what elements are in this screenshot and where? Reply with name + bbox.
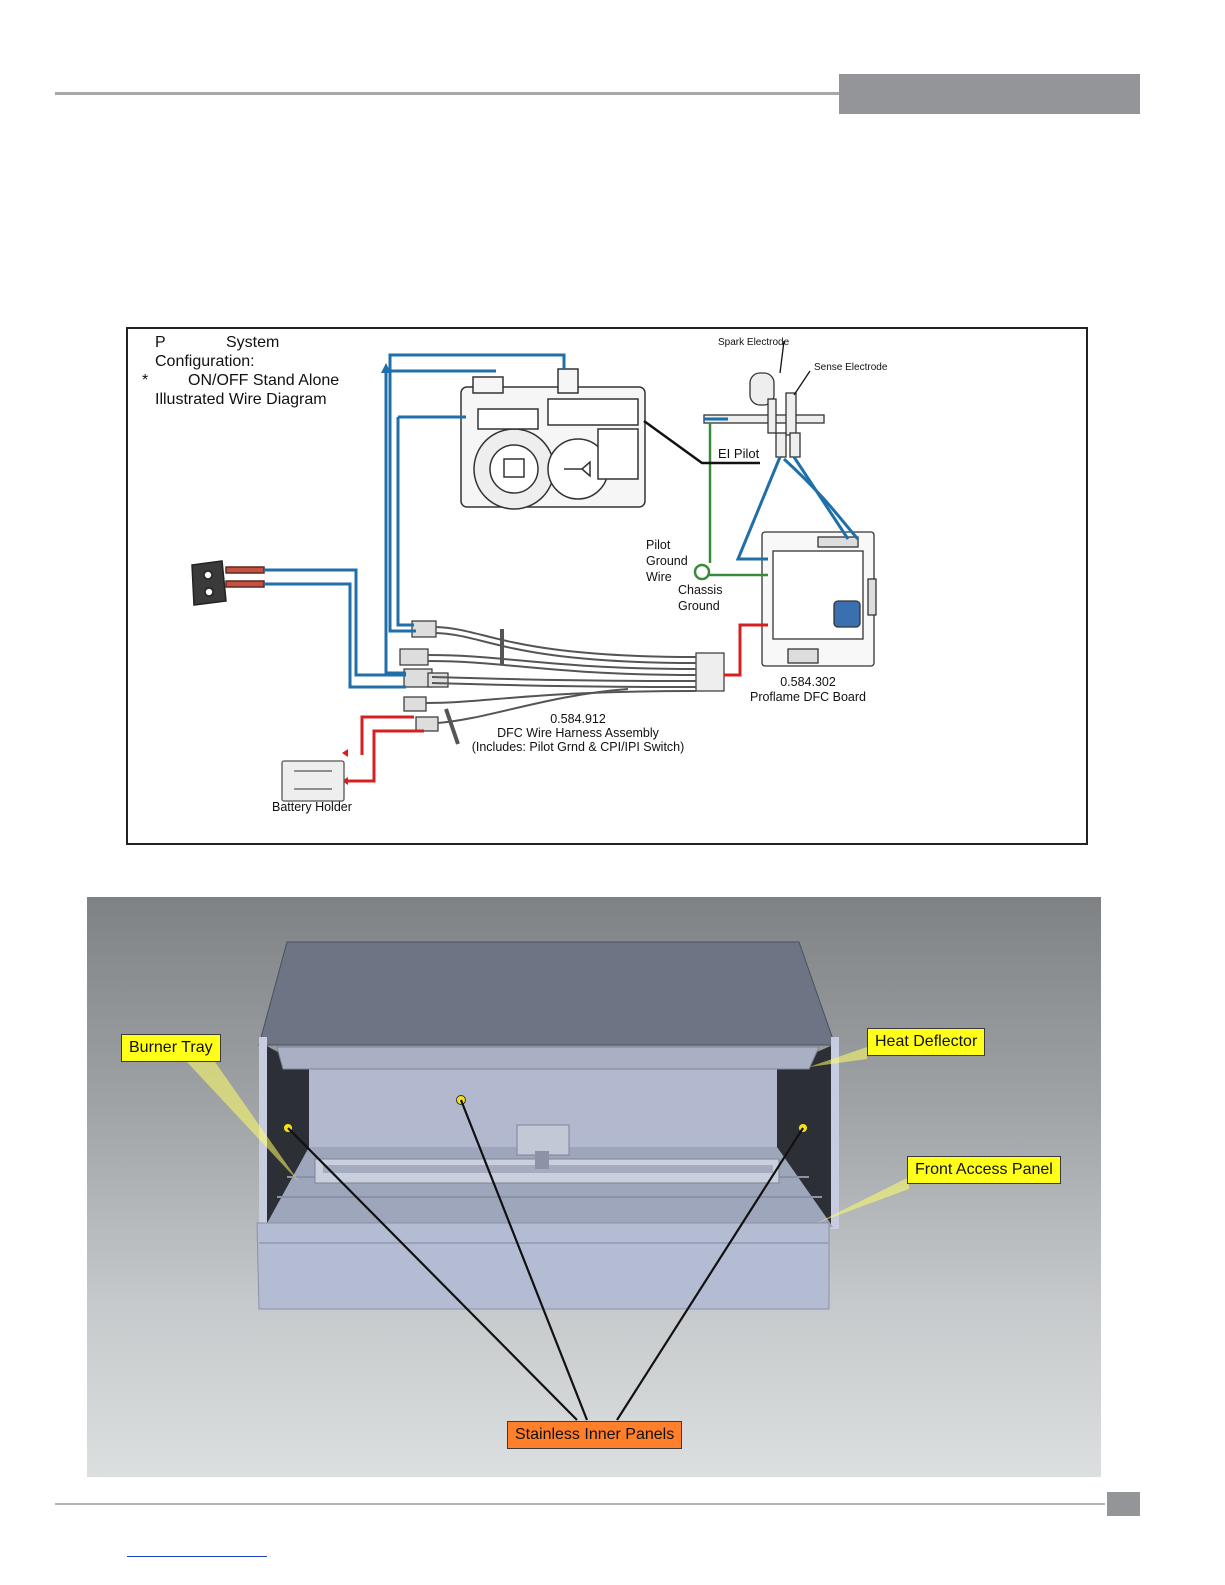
blue-wires xyxy=(264,353,860,689)
spark-electrode-label: Spark Electrode xyxy=(718,337,790,348)
callout-front-access-panel: Front Access Panel xyxy=(907,1156,1061,1184)
dfc-board xyxy=(761,531,877,667)
inner-panel-leaders xyxy=(287,1099,804,1421)
config-title-configuration: Configuration: xyxy=(155,353,255,370)
wiring-drawing xyxy=(128,340,877,802)
callout-heat-deflector: Heat Deflector xyxy=(867,1028,986,1056)
harness-part-number: 0.584.912 xyxy=(550,712,606,726)
battery-holder xyxy=(281,760,345,802)
red-wires xyxy=(348,623,768,783)
burner-drawing xyxy=(187,941,909,1421)
pilot-assembly xyxy=(703,340,825,458)
wiring-diagram: P System Configuration: * ON/OFF Stand A… xyxy=(126,327,1088,845)
front-access-panel xyxy=(256,1222,830,1310)
footer-rule xyxy=(55,1503,1105,1505)
footer-page-box xyxy=(1107,1492,1140,1516)
pilot-ground-wire-label-2: Ground xyxy=(646,554,688,568)
rocker-switch xyxy=(191,560,265,606)
config-title-illustrated: Illustrated Wire Diagram xyxy=(155,391,327,408)
header-rule xyxy=(55,92,840,95)
footer-link-underline[interactable] xyxy=(127,1556,267,1557)
config-title-fragment: P xyxy=(155,334,166,351)
ei-pilot-label: EI Pilot xyxy=(718,446,760,461)
harness-bundle xyxy=(425,626,697,724)
harness-name: DFC Wire Harness Assembly xyxy=(497,726,659,740)
board-name: Proflame DFC Board xyxy=(749,690,866,704)
green-ground-wire xyxy=(693,423,768,581)
pilot-ground-wire-label-3: Wire xyxy=(646,570,672,584)
sense-electrode-label: Sense Electrode xyxy=(814,362,888,373)
heat-deflector xyxy=(276,1046,820,1070)
burner-render: Burner Tray Heat Deflector Front Access … xyxy=(87,897,1101,1477)
pilot-wire xyxy=(643,419,760,465)
chassis-ground-label-1: Chassis xyxy=(678,583,723,597)
config-title-switch: ON/OFF Stand Alone xyxy=(188,372,340,389)
header-tab xyxy=(839,74,1140,114)
callout-stainless-inner-panels: Stainless Inner Panels xyxy=(507,1421,683,1449)
harness-note: (Includes: Pilot Grnd & CPI/IPI Switch) xyxy=(471,740,685,754)
gas-valve xyxy=(460,368,646,510)
battery-holder-label: Battery Holder xyxy=(272,800,352,814)
top-lid xyxy=(258,941,836,1046)
config-title-star: * xyxy=(142,372,149,389)
callout-burner-tray: Burner Tray xyxy=(121,1034,221,1062)
pilot-ground-wire-label-1: Pilot xyxy=(646,538,671,552)
config-title-system: System xyxy=(226,334,280,351)
chassis-ground-label-2: Ground xyxy=(678,599,720,613)
board-part-number: 0.584.302 xyxy=(780,675,836,689)
